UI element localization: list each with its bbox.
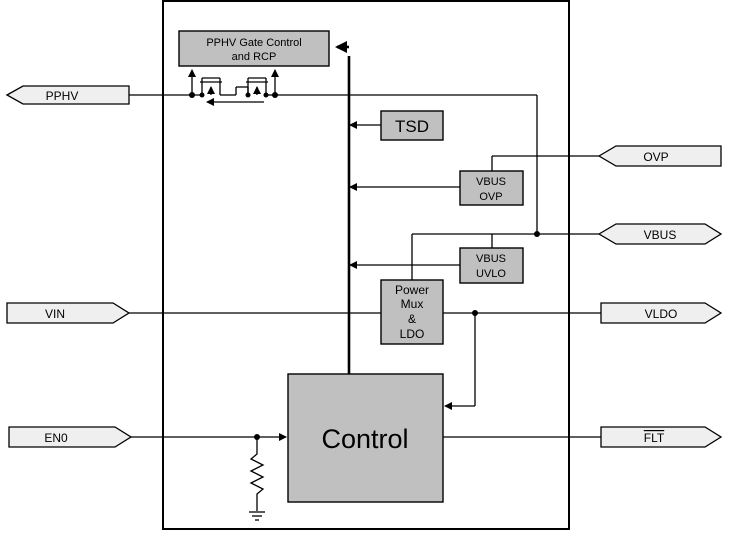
vbus-ovp-label-1: VBUS	[476, 176, 506, 188]
vbus-uvlo-label-1: VBUS	[476, 253, 506, 265]
vbus-uvlo-block	[459, 247, 524, 284]
flt-pin	[600, 426, 723, 448]
flt-pin-label: FLT	[644, 431, 665, 445]
power-label-1: Power	[395, 283, 429, 297]
vbus-uvlo-label-2: UVLO	[476, 268, 506, 280]
en0-pin	[8, 426, 133, 448]
vbus-pin	[597, 223, 723, 245]
en0-pin-label: EN0	[44, 431, 68, 445]
power-label-3: &	[408, 312, 416, 326]
pulldown-resistor-icon	[249, 437, 265, 511]
vbus-pin-label: VBUS	[644, 228, 677, 242]
control-block	[287, 373, 444, 503]
vbus-node-dot	[534, 231, 540, 237]
tsd-block	[380, 110, 444, 141]
ovp-pin	[597, 145, 722, 167]
power-label-2: Mux	[401, 297, 424, 311]
vin-pin-label: VIN	[45, 307, 65, 321]
vldo-pin	[600, 302, 723, 324]
mosfet-pair-icon	[188, 69, 279, 106]
vldo-pin-label: VLDO	[645, 307, 678, 321]
gate-control-label-1: PPHV Gate Control	[206, 37, 301, 49]
tsd-label: TSD	[395, 117, 429, 136]
ground-icon	[249, 511, 265, 521]
ovp-pin-label: OVP	[643, 150, 668, 164]
power-mux-ldo-block	[380, 279, 444, 345]
gate-control-block	[178, 30, 330, 67]
gate-control-label-2: and RCP	[232, 51, 277, 63]
vbus-ovp-label-2: OVP	[479, 191, 502, 203]
vin-pin	[6, 302, 131, 324]
power-label-4: LDO	[400, 327, 425, 341]
vbus-ovp-block	[459, 170, 524, 206]
pphv-pin-label: PPHV	[46, 89, 79, 103]
control-label: Control	[321, 424, 408, 454]
device-outline	[162, 0, 570, 530]
